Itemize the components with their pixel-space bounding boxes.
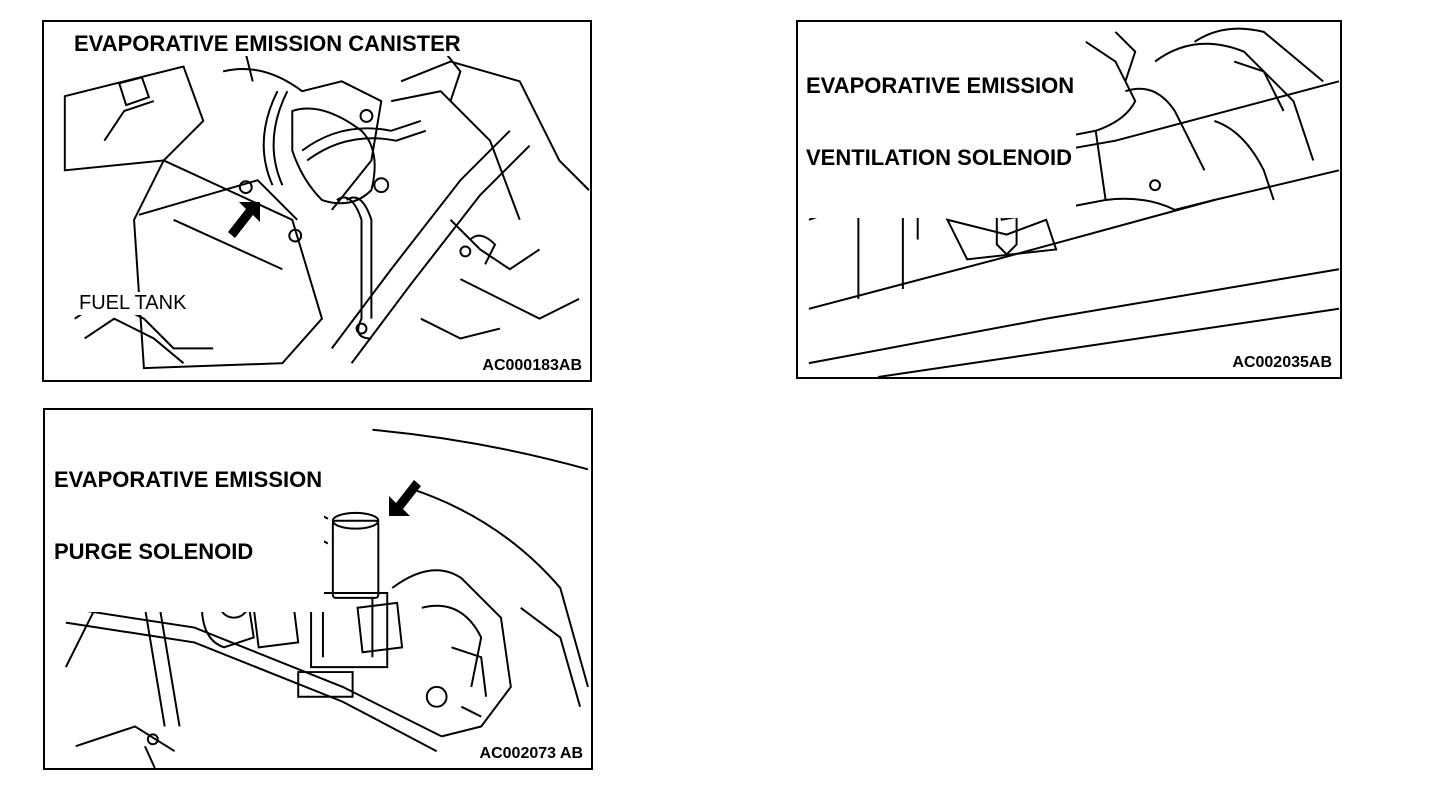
figure-canister: EVAPORATIVE EMISSION CANISTER FUEL TANK … xyxy=(42,20,592,382)
pointer-arrow-icon xyxy=(389,480,421,516)
pointer-arrow-icon xyxy=(228,202,260,238)
figure-title-line-2: VENTILATION SOLENOID xyxy=(806,145,1073,170)
figure-title-line-1: EVAPORATIVE EMISSION xyxy=(54,467,323,492)
figure-title: EVAPORATIVE EMISSION PURGE SOLENOID xyxy=(52,420,325,612)
figure-title: EVAPORATIVE EMISSION CANISTER xyxy=(72,31,463,56)
figure-ventilation-solenoid: EVAPORATIVE EMISSION VENTILATION SOLENOI… xyxy=(796,20,1342,379)
figure-title-line-1: EVAPORATIVE EMISSION xyxy=(806,73,1075,98)
figure-title: EVAPORATIVE EMISSION VENTILATION SOLENOI… xyxy=(804,26,1077,218)
fuel-tank-label: FUEL TANK xyxy=(78,292,188,315)
figure-code: AC002035AB xyxy=(1230,354,1334,372)
figure-code: AC002073 AB xyxy=(477,745,585,763)
figure-purge-solenoid: EVAPORATIVE EMISSION PURGE SOLENOID AC00… xyxy=(43,408,593,770)
figure-code: AC000183AB xyxy=(480,357,584,375)
figure-title-line-2: PURGE SOLENOID xyxy=(54,539,254,564)
canister-illustration xyxy=(63,40,590,370)
